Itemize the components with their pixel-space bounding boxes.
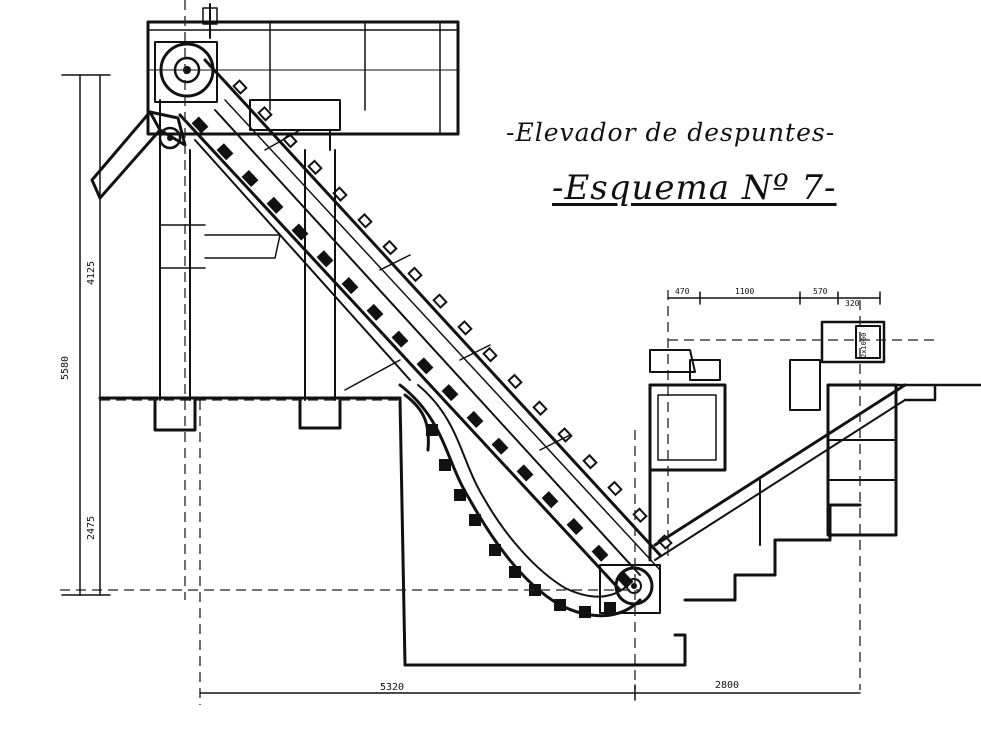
dim-top-c: 570	[813, 287, 828, 296]
chain-link	[426, 424, 438, 436]
left-support	[153, 99, 401, 432]
dim-top-d: 320	[845, 299, 860, 308]
chain-link	[529, 584, 541, 596]
conveyor-flight	[541, 491, 559, 509]
upper-roller	[282, 132, 298, 149]
conveyor-flight	[341, 277, 359, 295]
dim-horizontal-right: 2800	[715, 680, 740, 691]
upper-roller	[607, 480, 623, 497]
chain-links	[426, 424, 616, 618]
conveyor-flight	[491, 437, 509, 455]
drawing-subtitle: -Esquema Nº 7-	[552, 168, 837, 208]
conveyor-flight	[416, 357, 434, 375]
conveyor-flight	[316, 250, 334, 268]
head-sprocket	[154, 41, 218, 103]
chain-link	[604, 602, 616, 614]
conveyor-flight	[391, 330, 409, 348]
conveyor-flight	[216, 143, 234, 161]
conveyor-flight	[266, 196, 284, 214]
dim-upper-height: 4125	[86, 260, 97, 285]
upper-roller	[432, 293, 448, 309]
conveyor-flight	[566, 517, 584, 536]
upper-roller	[407, 266, 423, 283]
dim-small-box: 2x1000	[860, 332, 868, 358]
discharge-chute	[90, 110, 187, 200]
upper-roller	[232, 79, 248, 95]
conveyor-flight	[241, 169, 259, 188]
chain-link	[489, 544, 501, 556]
dim-horizontal-left: 5320	[380, 682, 405, 693]
chain-link	[509, 566, 521, 578]
foundation-pit	[98, 383, 907, 667]
right-machine-block	[648, 320, 981, 562]
chain-link	[454, 489, 466, 501]
dim-top-b: 1100	[735, 287, 755, 296]
chain-link	[439, 459, 451, 471]
upper-roller	[557, 427, 573, 443]
conveyor-flight	[191, 116, 209, 134]
upper-roller	[307, 159, 323, 176]
conveyor-flights	[191, 79, 673, 589]
upper-roller	[632, 507, 648, 524]
upper-roller	[382, 239, 398, 256]
dim-top-a: 470	[675, 287, 690, 296]
conveyor-flight	[441, 384, 459, 402]
drawing-caption: -Elevador de despuntes-	[506, 118, 836, 147]
tail-sprocket	[599, 564, 661, 614]
chain-link	[554, 599, 566, 611]
top-housing	[146, 3, 460, 151]
conveyor-flight	[366, 303, 384, 321]
chain-link	[469, 514, 481, 526]
inclined-conveyor	[178, 58, 662, 592]
conveyor-flight	[516, 464, 534, 482]
upper-roller	[257, 105, 273, 122]
conveyor-panels	[264, 129, 571, 451]
chain-link	[579, 606, 591, 618]
upper-roller	[357, 213, 373, 229]
conveyor-flight	[591, 544, 609, 562]
dim-total-height: 5580	[60, 355, 71, 380]
dim-lower-height: 2475	[86, 515, 97, 540]
upper-roller	[532, 400, 548, 416]
dimension-lines	[61, 74, 881, 701]
construction-lines	[60, 0, 940, 705]
upper-roller	[332, 186, 348, 202]
conveyor-flight	[466, 410, 484, 428]
upper-roller	[507, 373, 523, 390]
upper-roller	[582, 453, 598, 470]
upper-roller	[482, 346, 498, 363]
upper-roller	[457, 320, 473, 336]
